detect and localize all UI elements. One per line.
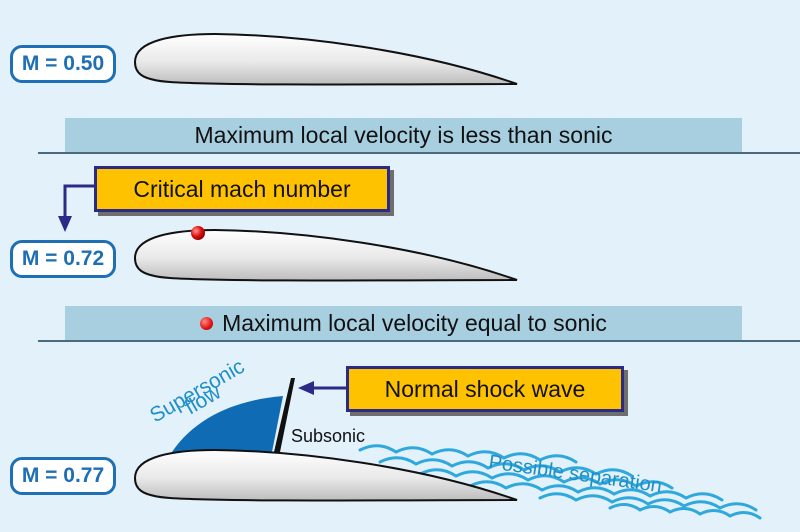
sonic-dot-icon (200, 316, 214, 330)
supersonic-region (172, 396, 283, 452)
mach-label-middle: M = 0.72 (10, 240, 116, 278)
airfoil-top (134, 33, 518, 86)
sonic-point-marker (191, 226, 205, 240)
critical-mach-callout: Critical mach number (94, 166, 390, 212)
shock-wave-text: Normal shock wave (384, 375, 586, 402)
band-equal-to-sonic: Maximum local velocity equal to sonic (65, 306, 742, 340)
divider-2 (38, 340, 800, 342)
normal-shock-wave (274, 378, 295, 452)
critical-mach-text: Critical mach number (133, 175, 351, 202)
shock-wave-callout: Normal shock wave (346, 366, 624, 412)
airfoil-middle (134, 229, 518, 282)
mach-label-top: M = 0.50 (10, 45, 116, 83)
divider-1 (38, 152, 800, 154)
critical-mach-arrow (58, 184, 94, 232)
subsonic-label: Subsonic (291, 426, 366, 446)
band-equal-to-sonic-text: Maximum local velocity equal to sonic (222, 309, 607, 336)
mach-label-bottom: M = 0.77 (10, 457, 116, 495)
band-less-than-sonic: Maximum local velocity is less than soni… (65, 118, 742, 152)
shock-arrow (298, 381, 346, 395)
band-less-than-sonic-text: Maximum local velocity is less than soni… (194, 121, 613, 148)
separation-wake (358, 444, 762, 520)
